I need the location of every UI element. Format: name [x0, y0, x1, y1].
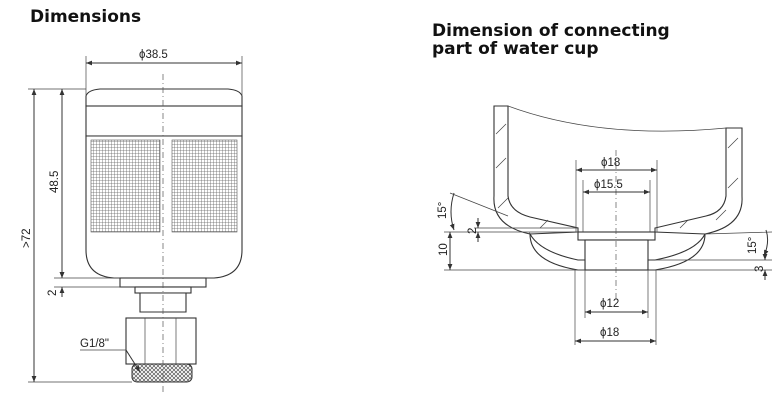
filter-top-cap: [85, 88, 243, 107]
dim-height-body: 48.5: [49, 171, 61, 193]
dim-gap: 2: [47, 290, 59, 296]
dim-h3: 3: [754, 266, 766, 272]
cup-top-edge: [507, 105, 727, 132]
dim-h2: 2: [467, 228, 479, 234]
dim-angle-right: 15°: [747, 237, 759, 254]
connecting-part-heading-line1: Dimension of connecting: [432, 21, 670, 41]
hex-nut: [125, 317, 197, 365]
filter-cup-drawing: ϕ38.5 48.5 >72 2 G1/8": [21, 49, 243, 392]
filter-mesh-left: [90, 139, 161, 233]
dim-d18-bottom: ϕ18: [600, 327, 619, 339]
connector-bore: [584, 239, 649, 271]
dim-d12: ϕ12: [600, 298, 619, 310]
dim-diameter-top: ϕ38.5: [139, 49, 168, 61]
filter-collar: [85, 105, 243, 137]
cup-skirt-left: [529, 231, 586, 271]
connecting-part-heading: Dimension of connecting part of water cu…: [432, 22, 752, 58]
water-cup-connection-drawing: ϕ18 ϕ15.5 ϕ12 ϕ18 10 2 15° 3: [437, 105, 773, 345]
dim-height-total: >72: [21, 228, 33, 248]
dim-h10: 10: [438, 243, 450, 256]
dim-d18-top: ϕ18: [601, 157, 620, 169]
filter-mesh-right: [171, 139, 238, 233]
thread-label: G1/8": [80, 338, 109, 350]
cup-skirt-right: [647, 233, 706, 271]
connector-boss: [577, 231, 656, 241]
cup-wall-left: [493, 105, 579, 235]
dim-angle-left: 15°: [437, 202, 449, 219]
wall-hatching: [495, 123, 739, 229]
dimensions-heading: Dimensions: [30, 7, 142, 27]
thread-knurl: [131, 363, 193, 383]
hex-stem: [139, 292, 187, 313]
cup-wall-right: [654, 127, 743, 235]
dim-d155: ϕ15.5: [594, 179, 623, 191]
connecting-part-heading-line2: part of water cup: [432, 39, 599, 59]
